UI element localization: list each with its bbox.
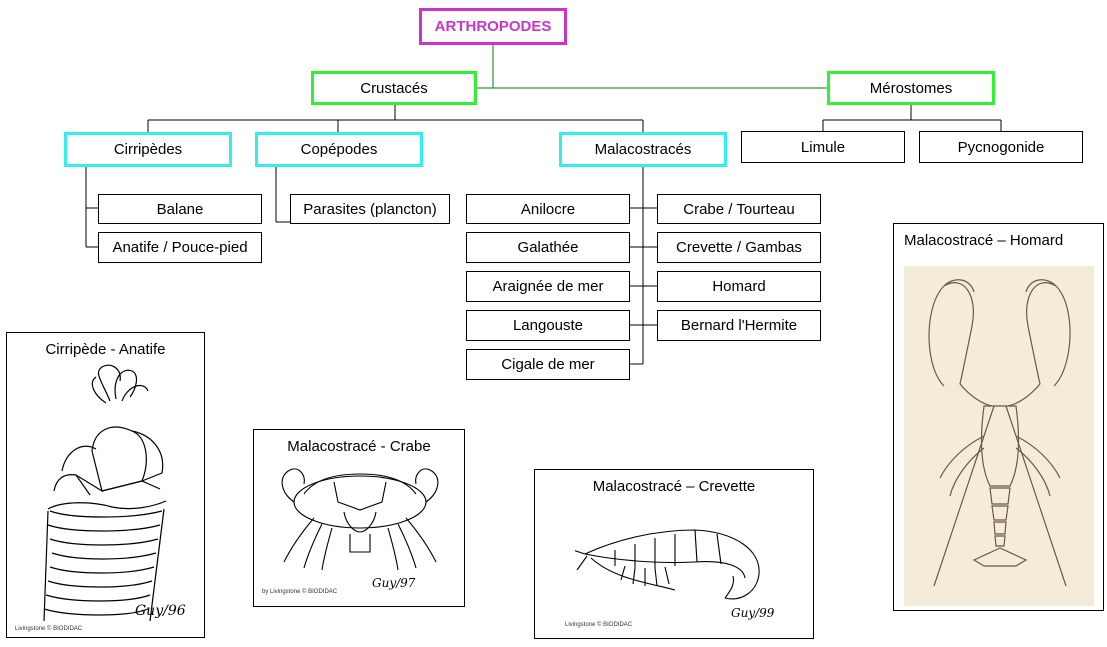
- node-crabe-tourteau: Crabe / Tourteau: [657, 194, 821, 224]
- panel-crevette: Malacostracé – Crevette Guy/99 Livingsto…: [534, 469, 814, 639]
- crevette-credit: Livingstone © BIODIDAC: [565, 622, 633, 628]
- node-parasites: Parasites (plancton): [290, 194, 450, 224]
- node-malacostraces: Malacostracés: [559, 132, 727, 167]
- crabe-signature: Guy/97: [372, 576, 416, 590]
- panel-crabe: Malacostracé - Crabe Guy/97 by Livingsto…: [253, 429, 465, 607]
- crabe-credit: by Livingstone © BIODIDAC: [262, 589, 338, 595]
- node-balane: Balane: [98, 194, 262, 224]
- node-anilocre: Anilocre: [466, 194, 630, 224]
- node-pycnogonide: Pycnogonide: [919, 131, 1083, 163]
- node-crevette-gambas: Crevette / Gambas: [657, 232, 821, 263]
- node-merostomes: Mérostomes: [827, 71, 995, 105]
- node-homard: Homard: [657, 271, 821, 302]
- node-arthropodes: ARTHROPODES: [419, 8, 567, 45]
- crevette-illustration: [575, 529, 760, 600]
- anatife-illustration: [43, 364, 167, 622]
- node-bernard-lhermite: Bernard l'Hermite: [657, 310, 821, 341]
- node-langouste: Langouste: [466, 310, 630, 341]
- crevette-signature: Guy/99: [731, 606, 775, 620]
- node-limule: Limule: [741, 131, 905, 163]
- anatife-signature: Guy/96: [135, 603, 186, 619]
- anatife-credit: Livingstone © BIODIDAC: [15, 626, 83, 632]
- node-anatife: Anatife / Pouce-pied: [98, 232, 262, 263]
- node-cirripedes: Cirripèdes: [64, 132, 232, 167]
- panel-homard: Malacostracé – Homard: [893, 223, 1104, 611]
- homard-illustration: [904, 266, 1094, 606]
- node-galathee: Galathée: [466, 232, 630, 263]
- panel-homard-caption: Malacostracé – Homard: [904, 232, 1064, 249]
- crabe-illustration: [281, 468, 439, 571]
- node-crustaces: Crustacés: [311, 71, 477, 105]
- node-copepodes: Copépodes: [255, 132, 423, 167]
- node-cigale-de-mer: Cigale de mer: [466, 349, 630, 380]
- panel-anatife: Cirripède - Anatife G: [6, 332, 205, 638]
- panel-crabe-caption: Malacostracé - Crabe: [287, 438, 431, 455]
- panel-crevette-caption: Malacostracé – Crevette: [592, 478, 756, 495]
- panel-anatife-caption: Cirripède - Anatife: [45, 341, 166, 358]
- node-araignee-de-mer: Araignée de mer: [466, 271, 630, 302]
